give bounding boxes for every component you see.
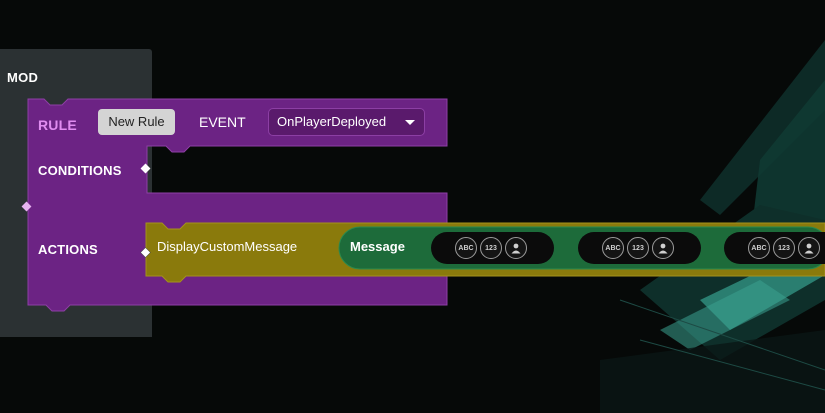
dropdown-caret-icon (405, 120, 415, 125)
number-type-icon[interactable]: 123 (627, 237, 649, 259)
rule-label: RULE (38, 117, 77, 133)
connector-diamond-icon[interactable] (140, 247, 151, 258)
connector-diamond-icon[interactable] (140, 163, 151, 174)
number-type-icon[interactable]: 123 (773, 237, 795, 259)
message-slot[interactable]: ABC 123 (431, 232, 554, 264)
connector-diamond-icon[interactable] (21, 201, 32, 212)
message-slot[interactable]: ABC 123 (724, 232, 825, 264)
message-label: Message (350, 239, 405, 254)
mod-label: MOD (7, 70, 39, 85)
function-label: DisplayCustomMessage (157, 239, 298, 254)
rule-name-field[interactable]: New Rule (98, 109, 175, 135)
event-dropdown-value: OnPlayerDeployed (277, 114, 387, 129)
text-type-icon[interactable]: ABC (602, 237, 624, 259)
event-dropdown[interactable]: OnPlayerDeployed (268, 108, 425, 136)
text-type-icon[interactable]: ABC (748, 237, 770, 259)
conditions-label: CONDITIONS (38, 163, 122, 178)
text-type-icon[interactable]: ABC (455, 237, 477, 259)
event-label: EVENT (199, 114, 246, 130)
player-type-icon[interactable] (652, 237, 674, 259)
message-slot[interactable]: ABC 123 (578, 232, 701, 264)
actions-label: ACTIONS (38, 242, 98, 257)
player-type-icon[interactable] (798, 237, 820, 259)
player-type-icon[interactable] (505, 237, 527, 259)
number-type-icon[interactable]: 123 (480, 237, 502, 259)
